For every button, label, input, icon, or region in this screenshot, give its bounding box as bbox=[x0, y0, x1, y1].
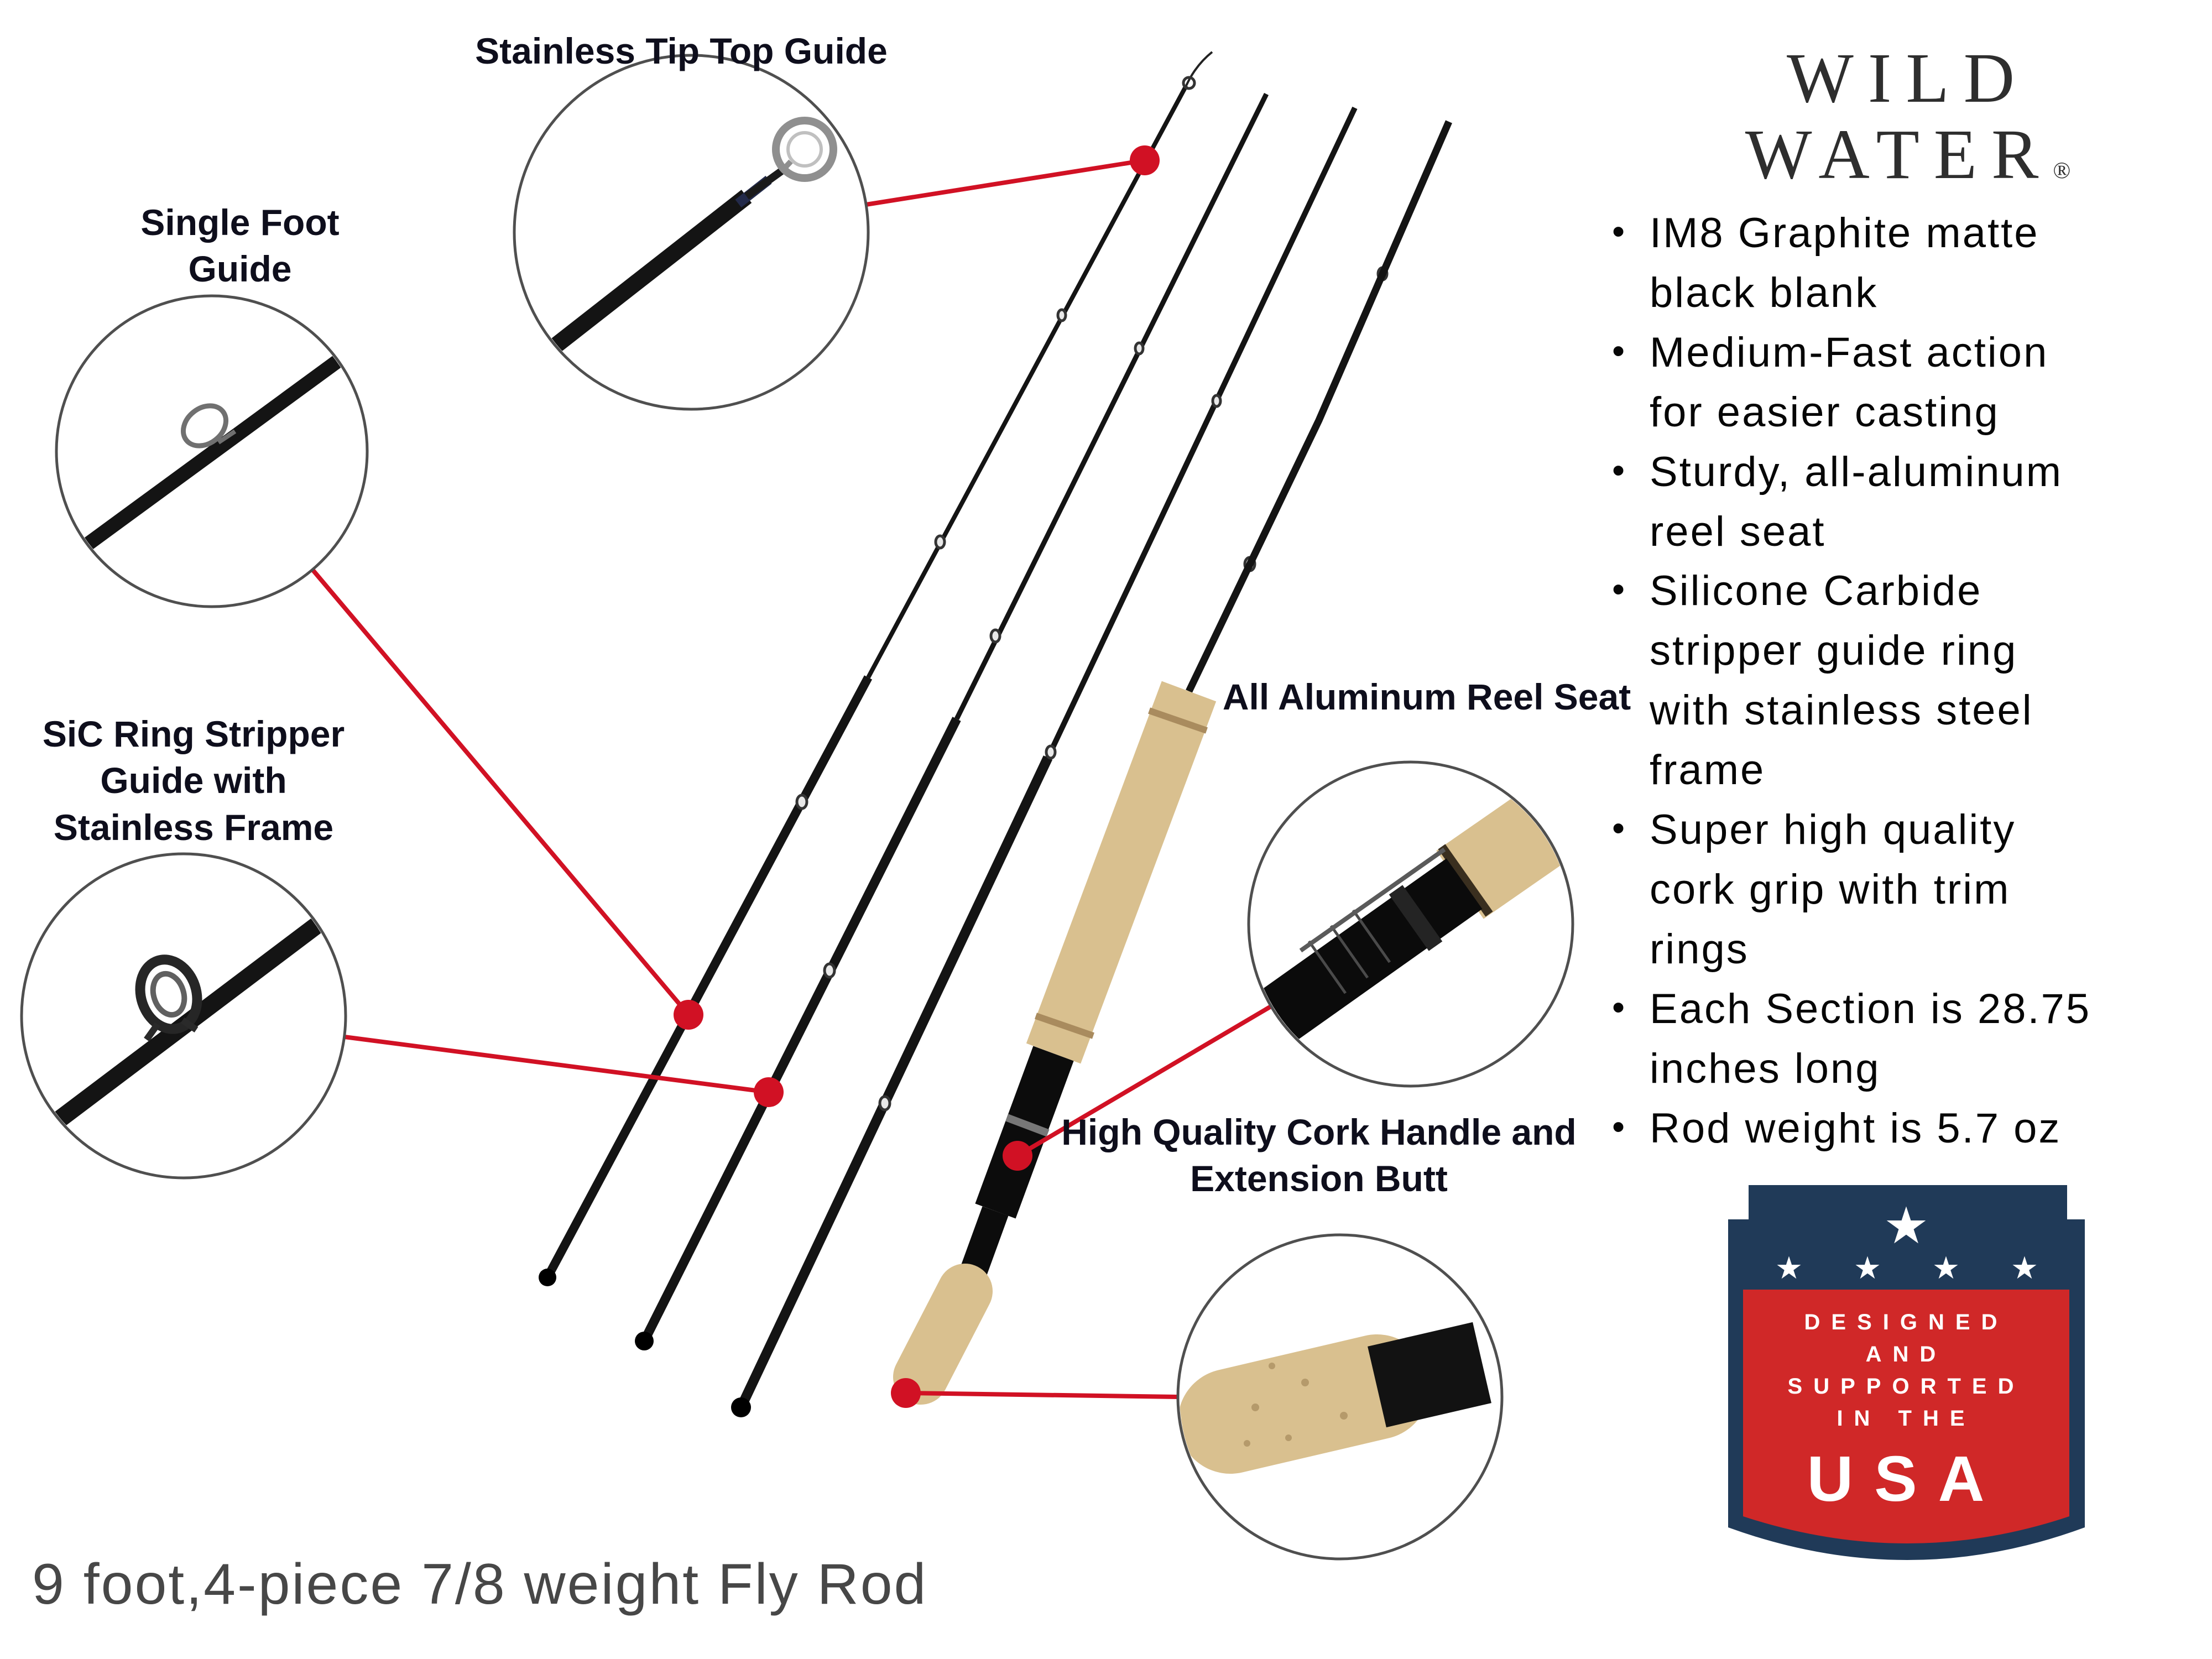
product-title: 9 foot,4-piece 7/8 weight Fly Rod bbox=[32, 1552, 928, 1616]
usa-badge-text: DESIGNED AND SUPPORTED IN THE USA bbox=[1743, 1306, 2069, 1511]
badge-line-and: AND bbox=[1865, 1342, 1947, 1366]
feature-list: IM8 Graphite matte black blank Medium-Fa… bbox=[1606, 204, 2107, 1159]
badge-usa-label: USA bbox=[1807, 1443, 2006, 1515]
callout-dots bbox=[674, 145, 1160, 1408]
brand-logo-word: WATER bbox=[1745, 115, 2053, 194]
extension-butt bbox=[893, 1264, 993, 1405]
small-star-icon: ★ bbox=[2011, 1250, 2038, 1286]
brand-logo: WILD WATER® bbox=[1720, 39, 2096, 193]
badge-red-panel bbox=[1743, 1290, 2069, 1543]
tip-top-guide-detail bbox=[525, 117, 837, 372]
feature-item: Medium-Fast action for easier casting bbox=[1606, 323, 2106, 442]
cork-butt-detail bbox=[1180, 1322, 1491, 1474]
feature-item: Silicone Carbide stripper guide ring wit… bbox=[1606, 561, 2106, 800]
callout-lines bbox=[310, 158, 1272, 1399]
feature-item: Sturdy, all-aluminum reel seat bbox=[1606, 442, 2106, 562]
small-star-icon: ★ bbox=[1932, 1250, 1960, 1286]
feature-item: IM8 Graphite matte black blank bbox=[1606, 204, 2106, 323]
badge-stars: ★ ★ ★ ★ ★ bbox=[1775, 1196, 2038, 1286]
reel-seat bbox=[975, 1046, 1074, 1219]
registered-mark: ® bbox=[2053, 158, 2071, 184]
small-star-icon: ★ bbox=[1775, 1250, 1803, 1286]
badge-line-designed: DESIGNED bbox=[1804, 1310, 2008, 1334]
usa-badge: ★ ★ ★ ★ ★ bbox=[1728, 1185, 2085, 1560]
cork-grip bbox=[1026, 681, 1217, 1064]
brand-logo-line2: WATER® bbox=[1720, 116, 2096, 192]
small-star-icon: ★ bbox=[1854, 1250, 1881, 1286]
feature-item: Rod weight is 5.7 oz bbox=[1606, 1099, 2106, 1159]
feature-item: Each Section is 28.75 inches long bbox=[1606, 979, 2106, 1099]
feature-item: Super high quality cork grip with trim r… bbox=[1606, 800, 2106, 979]
tip-top-guide-icon bbox=[1182, 76, 1196, 90]
big-star-icon: ★ bbox=[1884, 1196, 1929, 1255]
callout-label-single-foot: Single Foot Guide bbox=[140, 202, 340, 290]
rod-sections bbox=[539, 51, 1452, 1417]
callout-label-cork-handle: High Quality Cork Handle and Extension B… bbox=[1061, 1112, 1577, 1199]
callout-label-reel-seat: All Aluminum Reel Seat bbox=[1222, 676, 1631, 717]
badge-line-supported: SUPPORTED bbox=[1787, 1374, 2025, 1399]
callout-label-sic: SiC Ring Stripper Guide with Stainless F… bbox=[42, 713, 345, 848]
badge-line-inthe: IN THE bbox=[1837, 1406, 1976, 1431]
callout-label-tip-top: Stainless Tip Top Guide bbox=[475, 30, 888, 71]
rod-handle-section bbox=[893, 120, 1452, 1405]
sic-stripper-guide-detail bbox=[28, 902, 343, 1146]
brand-logo-line1: WILD bbox=[1786, 39, 2030, 117]
single-foot-guide-detail bbox=[67, 345, 356, 562]
